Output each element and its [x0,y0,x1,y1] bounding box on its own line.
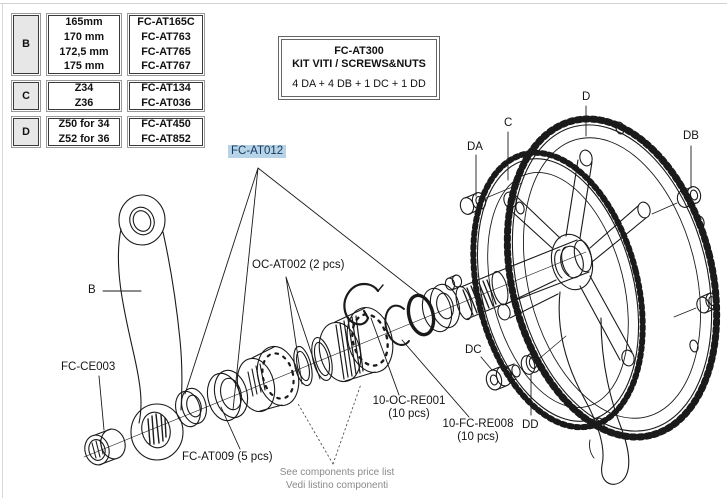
kit-code: FC-AT300 [334,45,384,57]
kit-title: KIT VITI / SCREWS&NUTS [292,58,426,70]
part-code: FC-AT165C [137,16,195,29]
crank-spider [497,149,651,367]
row-codes: FC-AT450 FC-AT852 [129,118,203,146]
row-codes: FC-AT134 FC-AT036 [129,82,203,110]
part-code: FC-AT765 [141,45,191,58]
option: 172,5 mm [59,45,109,58]
row-options-cell: Z34 Z36 [46,80,122,112]
part-code: FC-AT767 [141,60,191,73]
row-key-cell: B [11,13,41,76]
circlip-set-code: 10-OC-RE001 [372,395,446,407]
row-key: B [13,15,39,74]
table-row-d: D Z50 for 34 Z52 for 36 FC-AT450 FC-AT85… [11,116,205,148]
outer-chainring [503,115,721,441]
row-codes: FC-AT165C FC-AT763 FC-AT765 FC-AT767 [129,15,203,74]
row-key: D [13,118,39,146]
c-label: C [504,117,513,129]
option: Z36 [74,97,94,109]
o-ring [406,293,436,337]
right-crank-arm [558,291,630,485]
row-codes-cell: FC-AT165C FC-AT763 FC-AT765 FC-AT767 [127,13,205,76]
row-codes-cell: FC-AT450 FC-AT852 [127,116,205,148]
row-options-cell: Z50 for 34 Z52 for 36 [46,116,122,148]
snapring-set-qty: (10 pcs) [457,431,499,443]
row-options: Z50 for 34 Z52 for 36 [48,118,120,146]
row-options: Z34 Z36 [48,82,120,110]
serrated-cup [236,345,300,413]
spacer-washer [175,387,207,428]
page-frame-left [2,3,3,498]
circlip-set-label: 10-OC-RE001 (10 pcs) [366,395,452,421]
option: 165mm [65,16,103,29]
left-crank-arm [117,194,184,461]
assembly-axis [83,251,587,458]
bearings-label: FC-AT009 (5 pcs) [182,451,273,463]
parts-table: B 165mm 170 mm 172,5 mm 175 mm FC-AT165C… [11,13,205,152]
row-options-cell: 165mm 170 mm 172,5 mm 175 mm [46,13,122,76]
db-label: DB [683,130,699,142]
spring-clip [343,282,384,326]
chainring-nut [673,292,719,318]
dc-label: DC [465,344,482,356]
dust-cap-label: FC-CE003 [61,361,116,373]
db-nut [651,186,702,215]
dd-washer [520,335,567,375]
note-leader-lines [296,383,362,465]
price-list-note: See components price list Vedi listino c… [262,466,412,492]
selected-part-label[interactable]: FC-AT012 [228,145,287,158]
part-code: FC-AT450 [141,118,191,131]
bearing [421,283,461,333]
part-code: FC-AT134 [141,82,191,95]
bearing-ring [206,369,249,422]
crank-arm-label: B [88,284,96,296]
da-label: DA [467,141,483,153]
wave-washer-2 [311,336,333,382]
snapring-set-label: 10-FC-RE008 (10 pcs) [435,418,521,444]
option: Z34 [74,82,94,95]
option: 170 mm [63,30,105,43]
option: Z52 for 36 [58,133,110,145]
part-code: FC-AT852 [141,133,191,145]
snap-ring [384,304,410,346]
option: 175 mm [63,60,105,73]
circlip-set-qty: (10 pcs) [388,408,430,420]
kit-box: FC-AT300 KIT VITI / SCREWS&NUTS 4 DA + 4… [278,36,440,100]
table-row-c: C Z34 Z36 FC-AT134 FC-AT036 [11,80,205,112]
snapring-set-code: 10-FC-RE008 [442,418,514,430]
option: Z50 for 34 [58,118,110,131]
d-label: D [582,91,591,103]
dd-label: DD [522,419,539,431]
price-list-note-en: See components price list [279,467,395,478]
table-row-b: B 165mm 170 mm 172,5 mm 175 mm FC-AT165C… [11,13,205,76]
row-key-cell: D [11,116,41,148]
part-code: FC-AT036 [141,97,191,109]
inner-chainring [470,149,646,431]
row-options: 165mm 170 mm 172,5 mm 175 mm [48,15,120,74]
kit-box-inner: FC-AT300 KIT VITI / SCREWS&NUTS 4 DA + 4… [281,39,437,97]
row-codes-cell: FC-AT134 FC-AT036 [127,80,205,112]
wave-washer-1 [293,345,313,387]
pin-bolt [444,274,463,291]
row-key: C [13,82,39,110]
leader-lines [98,105,692,450]
row-key-cell: C [11,80,41,112]
cups-label: OC-AT002 (2 pcs) [252,259,345,271]
kit-contents: 4 DA + 4 DB + 1 DC + 1 DD [292,78,426,90]
price-list-note-it: Vedi listino componenti [285,480,389,491]
page-frame-top [0,3,727,4]
part-code: FC-AT763 [141,30,191,43]
dc-bolt [485,363,521,391]
dust-cap [84,428,126,466]
da-bolt [459,182,523,215]
